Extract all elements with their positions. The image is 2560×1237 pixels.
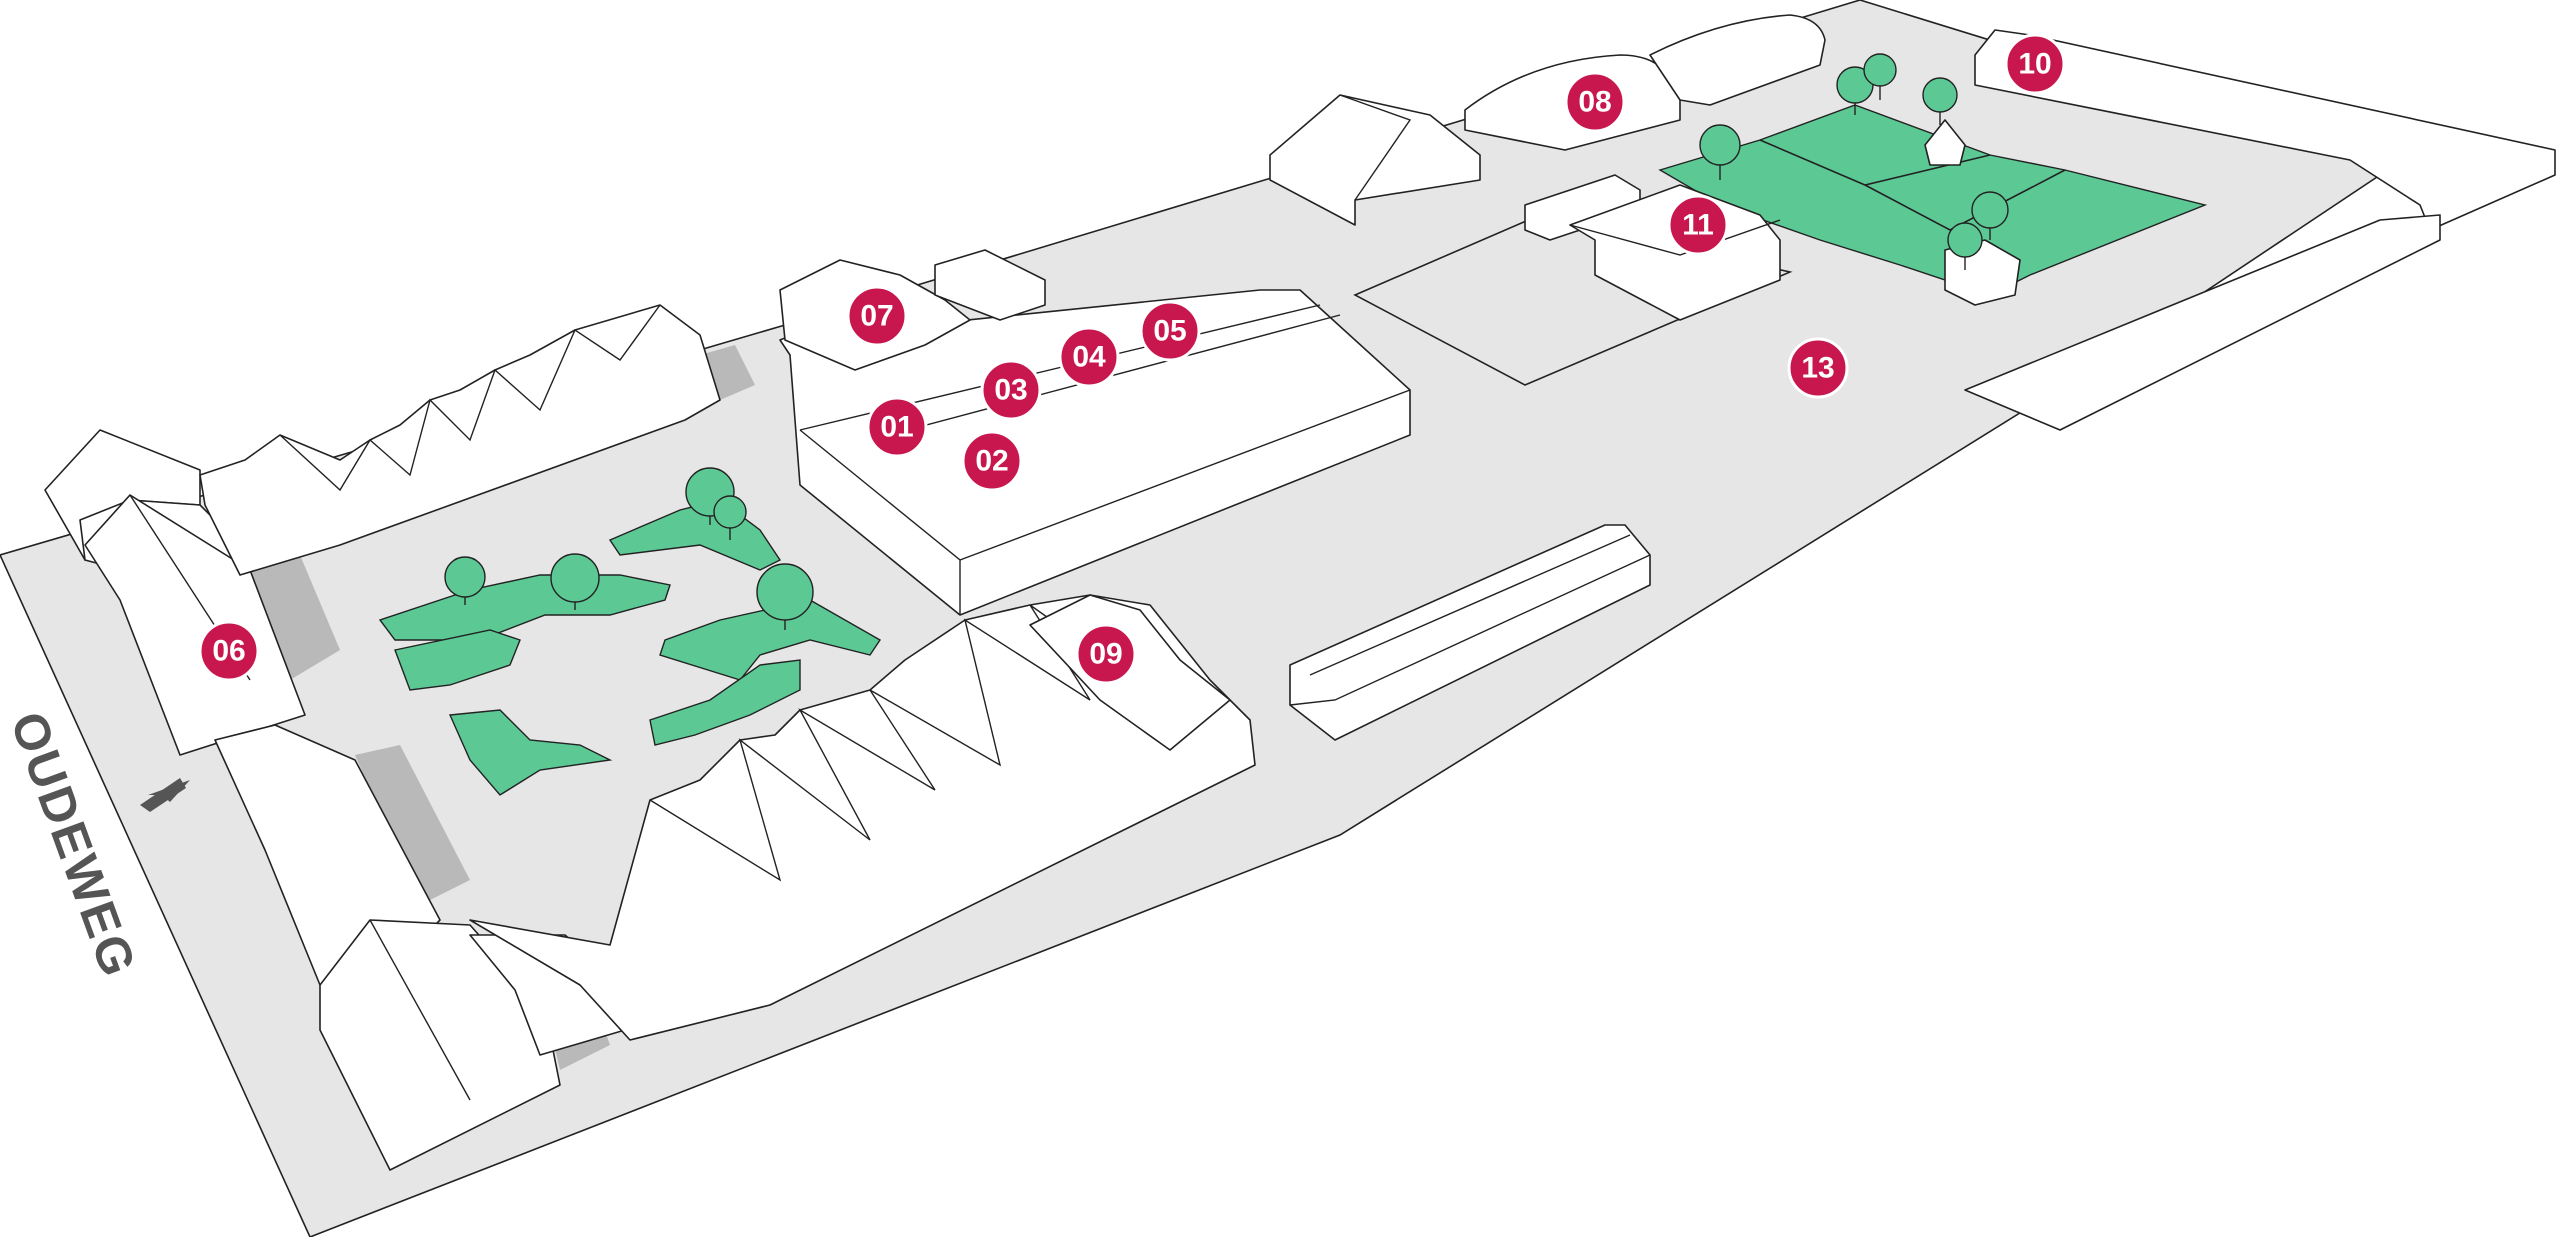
- building[interactable]: [1289, 524, 1651, 741]
- location-marker-icon[interactable]: 13: [1787, 337, 1849, 399]
- tree-icon: [713, 495, 747, 540]
- svg-text:10: 10: [2018, 48, 2051, 81]
- tree-icon: [1922, 77, 1958, 125]
- svg-text:06: 06: [212, 635, 245, 668]
- roof-ridge: [369, 919, 471, 1101]
- path: [1864, 169, 2066, 231]
- tree-icon: [756, 563, 814, 630]
- location-marker-icon[interactable]: 04: [1058, 326, 1120, 388]
- building[interactable]: [1269, 94, 1481, 226]
- svg-text:07: 07: [860, 300, 893, 333]
- svg-text:13: 13: [1801, 352, 1834, 385]
- svg-text:05: 05: [1153, 315, 1186, 348]
- svg-text:09: 09: [1089, 638, 1122, 671]
- lawn: [394, 629, 521, 691]
- tree-icon: [1863, 53, 1897, 100]
- svg-text:08: 08: [1578, 86, 1611, 119]
- location-marker-icon[interactable]: 08: [1564, 71, 1626, 133]
- building[interactable]: [1649, 14, 1826, 106]
- tree-icon: [550, 553, 600, 610]
- garden-west: [378, 499, 881, 796]
- svg-text:02: 02: [975, 445, 1008, 478]
- location-marker-icon[interactable]: 02: [961, 430, 1023, 492]
- location-marker-icon[interactable]: 11: [1667, 194, 1729, 256]
- building-10[interactable]: [1974, 29, 2556, 231]
- shadow: [250, 555, 340, 680]
- location-marker-icon[interactable]: 09: [1075, 623, 1137, 685]
- svg-text:03: 03: [994, 374, 1027, 407]
- location-marker-icon[interactable]: 07: [846, 285, 908, 347]
- tree-icon: [1971, 191, 2009, 240]
- building-06-group: [44, 429, 626, 1171]
- building-long-south: [1289, 524, 1651, 741]
- sawtooth-row-north: [199, 304, 721, 576]
- building: [1924, 119, 1966, 166]
- building: [469, 594, 1256, 1041]
- svg-text:04: 04: [1072, 341, 1106, 374]
- roof-eave: [1289, 554, 1651, 706]
- location-marker-icon[interactable]: 10: [2004, 33, 2066, 95]
- location-marker-icon[interactable]: 03: [980, 359, 1042, 421]
- lawn: [649, 659, 801, 746]
- location-markers: 01 02 03 04 05 06 07 08 09 10 11 13: [198, 33, 2066, 685]
- lawn: [448, 709, 613, 796]
- building-10-group: [1964, 29, 2556, 431]
- location-marker-icon[interactable]: 06: [198, 620, 260, 682]
- svg-text:11: 11: [1682, 209, 1714, 242]
- shadow: [355, 745, 470, 905]
- building-barn: [1269, 94, 1481, 226]
- roof-line: [279, 304, 661, 492]
- trees: [444, 53, 2009, 630]
- tree-icon: [1947, 222, 1983, 270]
- roof-eave: [959, 389, 1411, 561]
- roof-edge: [799, 429, 961, 615]
- roof-line: [1339, 94, 1412, 201]
- tree-icon: [444, 556, 486, 605]
- garden-east: [1658, 104, 2208, 306]
- building: [934, 249, 1046, 321]
- shadow: [700, 345, 755, 400]
- lawn: [1658, 104, 2208, 296]
- svg-text:01: 01: [880, 411, 913, 444]
- location-marker-icon[interactable]: 05: [1139, 300, 1201, 362]
- roof-line: [649, 604, 1151, 882]
- roof-line: [1569, 219, 1781, 256]
- roof-ridge: [1309, 534, 1631, 676]
- building: [1964, 214, 2441, 431]
- location-marker-icon[interactable]: 01: [866, 396, 928, 458]
- direction-arrow-icon: [140, 778, 186, 812]
- tree-icon: [1699, 124, 1741, 180]
